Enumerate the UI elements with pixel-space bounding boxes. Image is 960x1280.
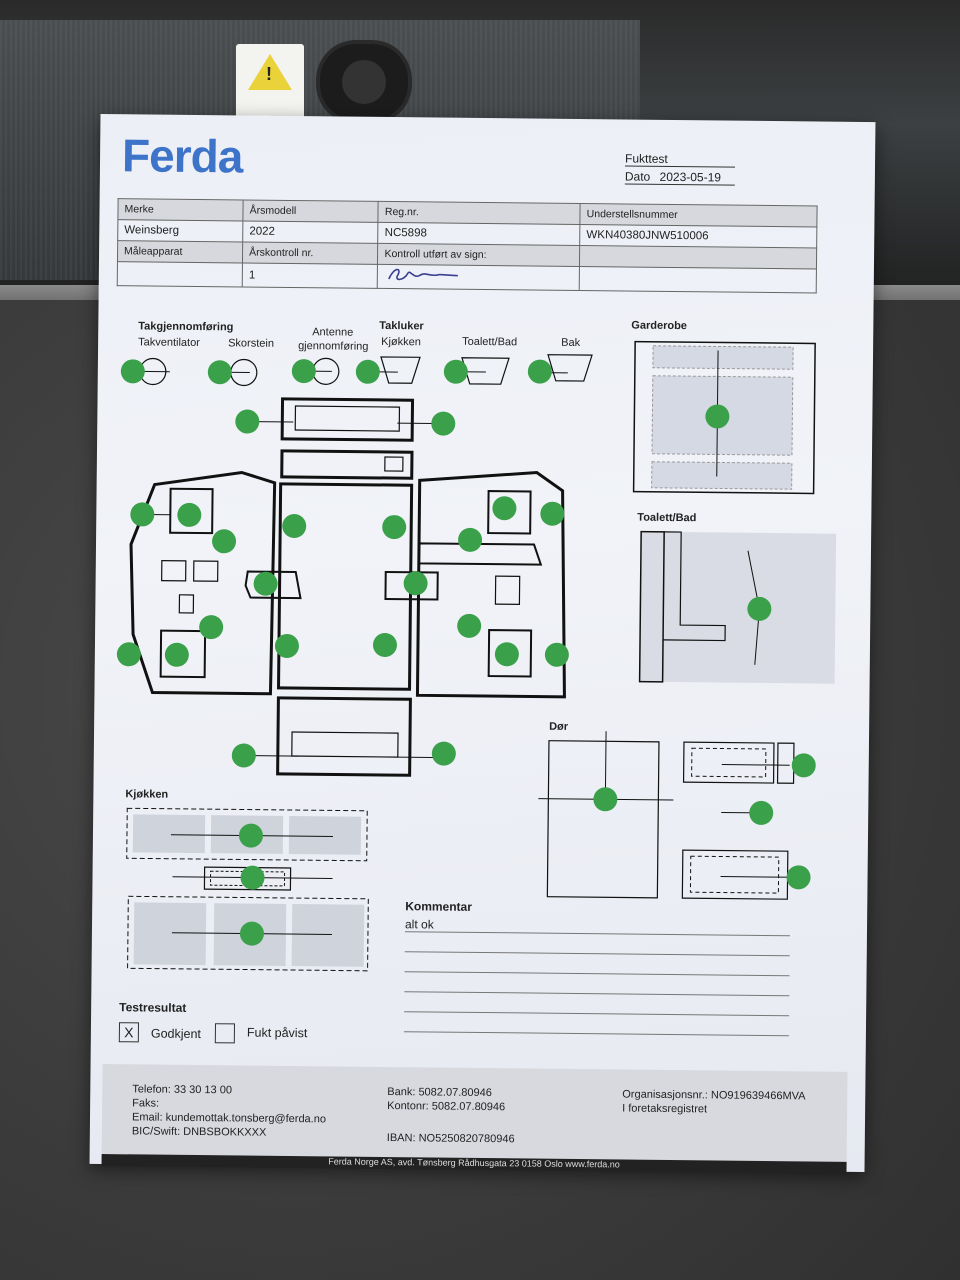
marker-kjokken-2: [240, 865, 265, 890]
moisture-test-document: Ferda Fukttest Dato 2023-05-19 Merke Års…: [89, 113, 876, 1174]
marker-kjokken-3: [239, 921, 264, 946]
toalett-bad-plan: [639, 531, 837, 684]
rear-module: [276, 696, 412, 777]
warning-sticker: !: [236, 44, 304, 120]
footer-foretak: I foretaksregistret: [622, 1102, 708, 1116]
marker-left-6: [164, 642, 189, 667]
marker-garderobe: [705, 404, 730, 429]
marker-middle-4: [372, 632, 397, 657]
marker-dor-3: [749, 800, 774, 825]
marker-takventilator: [120, 359, 145, 384]
moisture-label: Fukt påvist: [246, 1025, 308, 1041]
front-module: [280, 397, 415, 442]
marker-toalett-bad: [747, 596, 772, 621]
right-wing-plan: [415, 471, 566, 699]
footer: Telefon: 33 30 13 00 Faks: Email: kundem…: [101, 1064, 848, 1162]
marker-left-5: [116, 642, 141, 667]
marker-left-1: [130, 502, 155, 527]
takluke-bak-symbol: [547, 354, 593, 382]
comment-text: alt ok: [404, 917, 434, 932]
marker-takluke-bak: [527, 359, 552, 384]
marker-left-2: [177, 502, 202, 527]
middle-plan: [277, 482, 414, 691]
comment-title: Kommentar: [405, 899, 472, 914]
footer-kontonr: Kontonr: 5082.07.80946: [387, 1100, 506, 1114]
dor-plan: [546, 740, 660, 899]
marker-front-left: [235, 409, 260, 434]
marker-right-table: [403, 571, 428, 596]
marker-skorstein: [207, 360, 232, 385]
marker-right-4: [457, 613, 482, 638]
marker-rear-right: [431, 741, 456, 766]
moisture-checkbox[interactable]: [214, 1023, 236, 1044]
marker-front-right: [431, 411, 456, 436]
footer-iban: IBAN: NO5250820780946: [386, 1132, 515, 1146]
marker-right-6: [544, 642, 569, 667]
left-wing-plan: [129, 470, 277, 696]
marker-kjokken-1: [238, 823, 263, 848]
marker-dor-4: [786, 865, 811, 890]
front-bar: [280, 449, 414, 480]
garderobe-plan: [632, 340, 816, 495]
mirror-mount: [316, 40, 412, 124]
marker-takluke-kjokken: [355, 359, 380, 384]
marker-dor-2: [791, 753, 816, 778]
warning-icon: [248, 54, 292, 90]
takluke-toalett-symbol: [461, 357, 510, 385]
marker-left-table: [253, 571, 278, 596]
signature: [388, 268, 459, 281]
marker-rear-left: [231, 743, 256, 768]
marker-left-3: [212, 529, 237, 554]
floor-plan-diagram: [116, 340, 837, 972]
marker-right-1: [492, 496, 517, 521]
marker-dor: [593, 787, 618, 812]
footer-bic: BIC/Swift: DNBSBOKKXXX: [131, 1125, 267, 1139]
approved-checkbox[interactable]: X: [118, 1022, 140, 1043]
marker-middle-2: [382, 515, 407, 540]
marker-middle-3: [274, 633, 299, 658]
test-result-title: Testresultat: [119, 1000, 187, 1015]
marker-middle-1: [282, 514, 307, 539]
footer-phone: Telefon: 33 30 13 00: [132, 1083, 233, 1097]
marker-right-5: [494, 642, 519, 667]
marker-antenne: [291, 359, 316, 384]
vehicle-info-table: Merke Årsmodell Reg.nr. Understellsnumme…: [117, 198, 818, 293]
marker-left-4: [199, 615, 224, 640]
marker-takluke-toalett: [443, 359, 468, 384]
kjokken-plan: [126, 807, 368, 862]
footer-bank: Bank: 5082.07.80946: [387, 1086, 492, 1100]
marker-right-3: [458, 527, 483, 552]
marker-right-2: [540, 501, 565, 526]
approved-label: Godkjent: [150, 1026, 201, 1042]
takluke-kjokken-symbol: [380, 356, 421, 384]
signature-cell: [377, 264, 580, 291]
